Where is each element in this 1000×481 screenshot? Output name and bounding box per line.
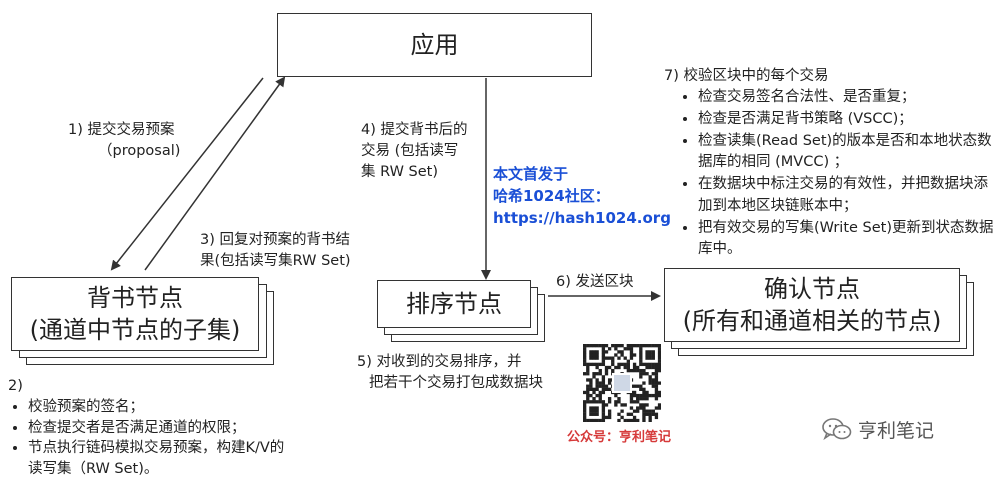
endorser-node: 背书节点 (通道中节点的子集) xyxy=(11,277,259,351)
step-2-item: 校验预案的签名； xyxy=(28,397,298,418)
step-6-label: 6) 发送区块 xyxy=(556,274,634,290)
step-1-line-1: 1) 提交交易预案 xyxy=(68,122,175,138)
arrow-endorsement-reply xyxy=(110,77,264,271)
step-2-heading: 2) xyxy=(8,378,23,394)
step-2-item: 检查提交者是否满足通道的权限； xyxy=(28,418,298,439)
orderer-node: 排序节点 xyxy=(377,280,531,328)
orderer-node-label: 排序节点 xyxy=(406,290,502,318)
wechat-icon xyxy=(822,417,852,440)
wechat-watermark: 亨利笔记 xyxy=(822,416,934,443)
step-7-item: 把有效交易的写集(Write Set)更新到状态数据库中。 xyxy=(698,218,994,262)
step-4-line-1: 4) 提交背书后的 xyxy=(361,122,468,138)
step-7-item: 检查读集(Read Set)的版本是否和本地状态数据库的相同 (MVCC) ； xyxy=(698,131,994,175)
source-notice-line-2: 哈希1024社区： xyxy=(493,186,610,205)
step-3-label: 3) 回复对预案的背书结 果(包括读写集RW Set) xyxy=(200,230,351,272)
source-notice: 本文首发于 哈希1024社区： https://hash1024.org xyxy=(493,164,671,229)
step-7-list: 检查交易签名合法性、是否重复； 检查是否满足背书策略 (VSCC)； 检查读集(… xyxy=(664,87,994,261)
arrow-submit-proposal xyxy=(144,76,286,271)
step-5-line-2: 把若干个交易打包成数据块 xyxy=(369,375,543,392)
wechat-account-name: 亨利笔记 xyxy=(858,420,935,442)
step-4-label: 4) 提交背书后的 交易 (包括读写 集 RW Set) xyxy=(361,120,468,183)
step-4-line-3: 集 RW Set) xyxy=(361,164,439,181)
endorser-node-subtitle: (通道中节点的子集) xyxy=(29,316,241,344)
source-notice-line-1: 本文首发于 xyxy=(493,165,569,183)
step-7-heading: 7) 校验区块中的每个交易 xyxy=(664,68,829,84)
qr-code[interactable] xyxy=(583,344,661,422)
step-7-item: 检查交易签名合法性、是否重复； xyxy=(698,87,994,109)
step-5-line-1: 5) 对收到的交易排序，并 xyxy=(357,354,522,370)
step-5-label: 5) 对收到的交易排序，并 把若干个交易打包成数据块 xyxy=(357,352,543,394)
app-node-label: 应用 xyxy=(410,31,459,59)
source-notice-url[interactable]: https://hash1024.org xyxy=(493,208,671,227)
step-4-line-2: 交易 (包括读写 xyxy=(361,143,459,160)
committer-node-subtitle: (所有和通道相关的节点) xyxy=(682,307,942,335)
step-3-line-1: 3) 回复对预案的背书结 xyxy=(200,232,350,248)
step-7-item: 在数据块中标注交易的有效性，并把数据块添加到本地区块链账本中； xyxy=(698,174,994,218)
endorser-node-title: 背书节点 xyxy=(87,284,183,312)
step-1-line-2: （proposal) xyxy=(98,143,181,160)
step-7-block: 7) 校验区块中的每个交易 检查交易签名合法性、是否重复； 检查是否满足背书策略… xyxy=(664,66,994,261)
step-2-item: 节点执行链码模拟交易预案，构建K/V的读写集（RW Set)。 xyxy=(28,438,298,479)
step-3-line-2: 果(包括读写集RW Set) xyxy=(200,253,351,270)
committer-node: 确认节点 (所有和通道相关的节点) xyxy=(664,268,960,342)
step-7-item: 检查是否满足背书策略 (VSCC)； xyxy=(698,109,994,131)
committer-node-title: 确认节点 xyxy=(764,275,860,303)
step-1-label: 1) 提交交易预案 （proposal) xyxy=(68,120,180,162)
qr-code-label: 公众号：亨利笔记 xyxy=(567,430,672,445)
app-node: 应用 xyxy=(277,13,592,77)
step-2-block: 2) 校验预案的签名； 检查提交者是否满足通道的权限； 节点执行链码模拟交易预案… xyxy=(8,376,298,479)
step-2-list: 校验预案的签名； 检查提交者是否满足通道的权限； 节点执行链码模拟交易预案，构建… xyxy=(8,397,298,479)
